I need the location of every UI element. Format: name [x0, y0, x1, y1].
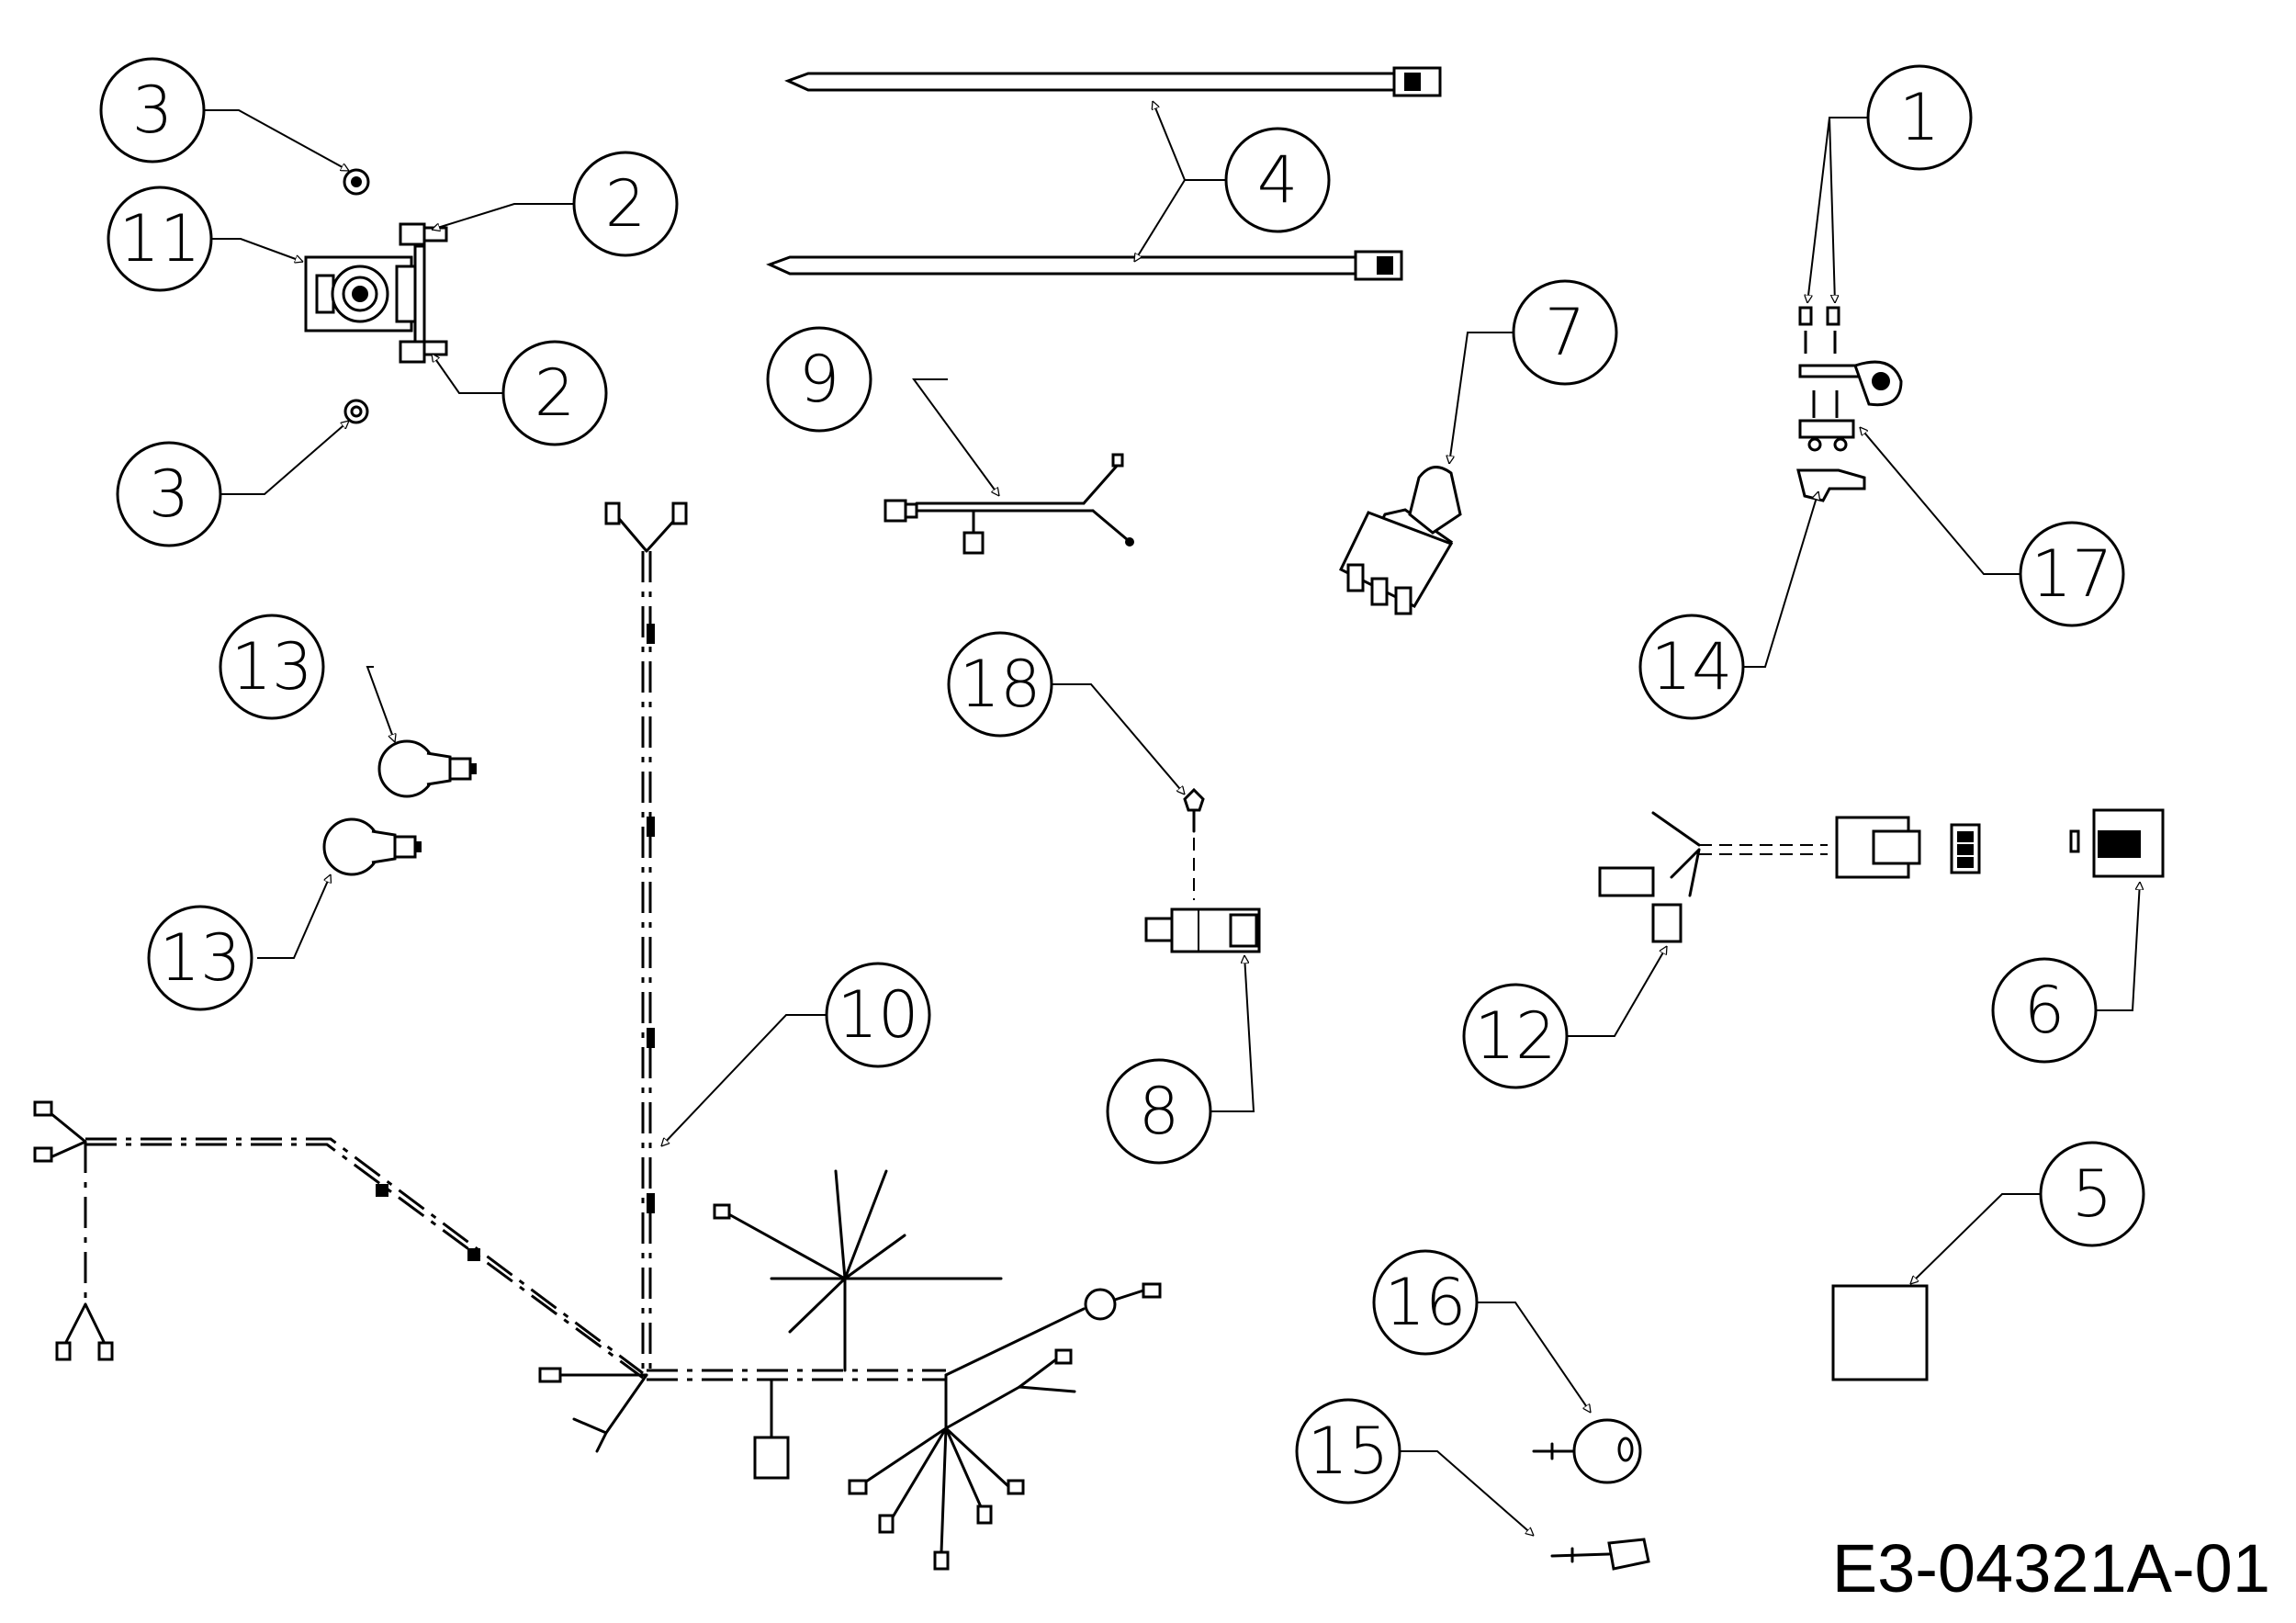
part-socket: [2069, 808, 2165, 878]
callout-13-upper: 13: [219, 614, 325, 720]
part-bulb-upper: [377, 739, 477, 798]
part-connector-harness: [1598, 811, 1981, 943]
svg-text:16: 16: [1384, 1265, 1466, 1340]
part-cable-tie-upper: [784, 66, 1442, 97]
callout-16: 16: [1372, 1249, 1479, 1356]
svg-text:2: 2: [535, 355, 576, 431]
callout-5: 5: [2039, 1141, 2145, 1247]
svg-text:11: 11: [118, 201, 200, 276]
svg-text:3: 3: [149, 456, 190, 532]
callout-12: 12: [1462, 983, 1569, 1089]
svg-text:18: 18: [959, 647, 1041, 722]
part-nut-top: [343, 168, 370, 196]
part-nut-bottom: [343, 399, 369, 424]
part-ignition-key: [1550, 1538, 1650, 1571]
callout-4: 4: [1224, 127, 1331, 233]
callout-3-lower: 3: [116, 441, 222, 547]
svg-text:3: 3: [132, 73, 174, 148]
leader-lines: [191, 101, 2140, 1536]
part-label-sticker: [1831, 1284, 1929, 1381]
part-main-harness: [33, 502, 1162, 1571]
callout-7: 7: [1512, 279, 1618, 386]
svg-text:17: 17: [2031, 536, 2112, 612]
callout-9: 9: [766, 326, 872, 433]
callout-2-lower: 2: [501, 340, 608, 446]
callout-18: 18: [947, 631, 1053, 738]
callout-11: 11: [107, 186, 213, 292]
svg-text:6: 6: [2024, 973, 2065, 1048]
svg-text:10: 10: [837, 977, 918, 1053]
svg-text:4: 4: [1257, 142, 1299, 218]
svg-text:1: 1: [1899, 80, 1941, 155]
part-small-harness: [884, 453, 1134, 555]
callout-8: 8: [1106, 1058, 1212, 1165]
part-rocker-switch: [1339, 466, 1462, 615]
part-ignition-switch: [1796, 306, 1903, 502]
callout-3-upper: 3: [99, 57, 206, 163]
callout-17: 17: [2019, 521, 2125, 627]
svg-text:13: 13: [159, 920, 241, 996]
svg-text:8: 8: [1139, 1074, 1180, 1149]
callout-10: 10: [825, 962, 931, 1068]
callout-14: 14: [1638, 614, 1745, 720]
part-solenoid: [304, 222, 448, 364]
svg-text:13: 13: [231, 629, 312, 704]
svg-text:2: 2: [605, 166, 647, 242]
part-key-with-fob: [1532, 1418, 1642, 1484]
part-bulb-lower: [322, 817, 422, 876]
callout-13-lower: 13: [147, 905, 253, 1011]
callout-6: 6: [1991, 957, 2098, 1064]
callout-2-upper: 2: [572, 151, 679, 257]
svg-text:7: 7: [1545, 295, 1586, 370]
part-cable-tie-lower: [766, 250, 1403, 281]
svg-text:12: 12: [1474, 998, 1556, 1074]
svg-text:5: 5: [2072, 1156, 2113, 1232]
callout-15: 15: [1295, 1398, 1401, 1505]
part-plunger-switch: [1144, 787, 1261, 953]
drawing-code: E3-04321A-01: [1831, 1530, 2270, 1606]
callout-1: 1: [1866, 64, 1973, 171]
svg-text:9: 9: [799, 342, 840, 417]
svg-text:15: 15: [1307, 1414, 1389, 1489]
svg-text:14: 14: [1650, 629, 1732, 704]
